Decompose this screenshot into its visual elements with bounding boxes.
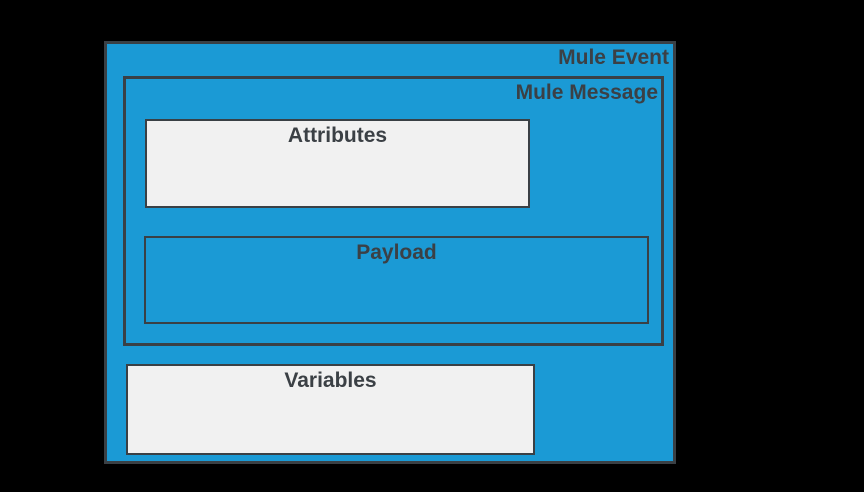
- variables-box: Variables: [126, 364, 535, 455]
- payload-box: Payload: [144, 236, 649, 324]
- mule-event-container: Mule Event Mule Message Attributes Paylo…: [104, 41, 676, 464]
- mule-message-container: Mule Message Attributes Payload: [123, 76, 664, 346]
- attributes-box: Attributes: [145, 119, 530, 208]
- mule-event-label: Mule Event: [558, 46, 669, 69]
- payload-label: Payload: [356, 241, 437, 264]
- variables-label: Variables: [284, 369, 377, 392]
- attributes-label: Attributes: [287, 124, 388, 147]
- mule-message-label: Mule Message: [515, 81, 658, 104]
